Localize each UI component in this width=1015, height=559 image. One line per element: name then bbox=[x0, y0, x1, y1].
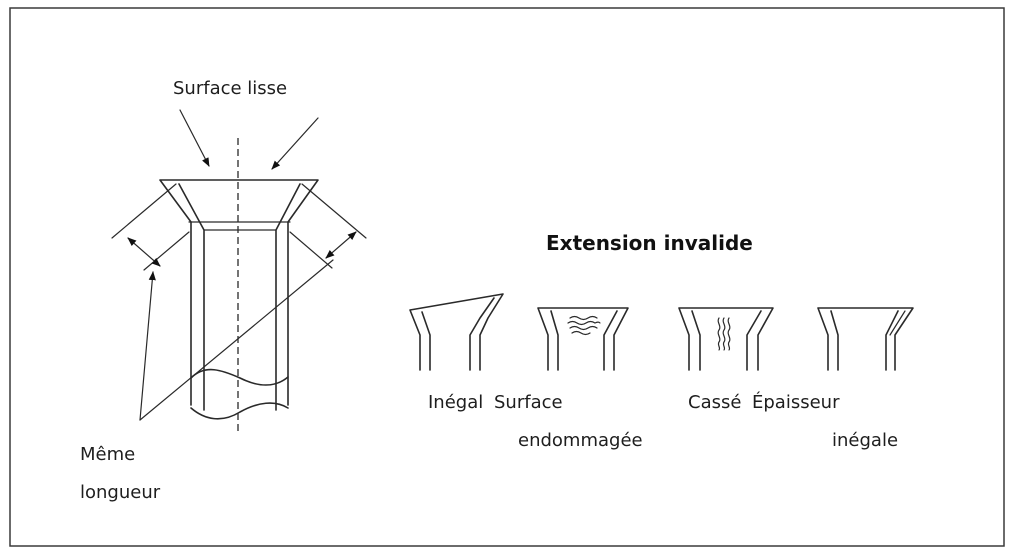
flare-example-uneven-thickness bbox=[817, 307, 914, 371]
diagram-frame bbox=[9, 7, 1005, 547]
tube-cut-top-wave bbox=[190, 368, 289, 386]
flare-example-damaged-surface bbox=[537, 307, 629, 371]
flare-example-broken bbox=[678, 307, 774, 371]
leader-left bbox=[139, 271, 156, 421]
surface-arrow-left bbox=[179, 109, 210, 167]
dim-ext-right-2 bbox=[289, 231, 333, 269]
leader-right bbox=[139, 259, 334, 421]
tube-outer-outline bbox=[159, 179, 319, 406]
label-endommagee: endommagée bbox=[518, 430, 643, 451]
dim-arrow-right bbox=[325, 231, 357, 259]
label-longueur: longueur bbox=[80, 482, 161, 503]
label-meme: Même bbox=[80, 444, 135, 465]
label-casse: Cassé bbox=[688, 392, 741, 413]
dim-ext-right-1 bbox=[301, 183, 367, 239]
tube-inner-outline bbox=[178, 183, 301, 411]
label-inegale: inégale bbox=[832, 430, 898, 451]
dim-ext-left-2 bbox=[143, 231, 190, 271]
dim-ext-left-1 bbox=[111, 183, 177, 239]
dim-arrow-left bbox=[127, 237, 161, 267]
main-flared-tube bbox=[111, 109, 367, 432]
label-surface: Surface bbox=[494, 392, 563, 413]
tube-cut-bottom-wave bbox=[190, 402, 289, 420]
label-surface-lisse: Surface lisse bbox=[173, 78, 287, 99]
label-inegal: Inégal bbox=[428, 392, 483, 413]
label-epaisseur: Épaisseur bbox=[752, 391, 840, 413]
label-extension-invalide: Extension invalide bbox=[546, 231, 753, 255]
surface-arrow-right bbox=[271, 117, 319, 170]
flare-example-uneven bbox=[409, 293, 504, 371]
